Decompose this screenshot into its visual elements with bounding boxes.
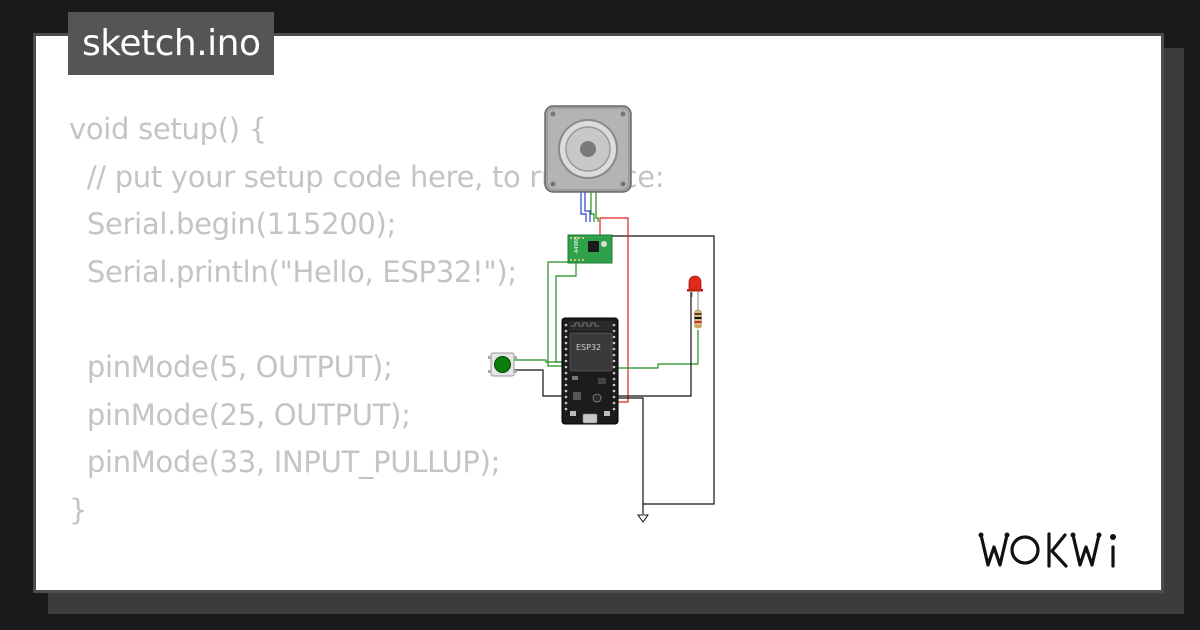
file-tab[interactable]: sketch.ino: [68, 12, 275, 75]
code-line: pinMode(5, OUTPUT);: [69, 349, 393, 384]
a4988-driver[interactable]: A4988: [567, 234, 613, 264]
code-line: void loop() {: [69, 582, 664, 590]
wire-green: [514, 359, 564, 363]
wokwi-logo: [978, 532, 1116, 568]
wire-green: [547, 261, 572, 367]
wire-black: [616, 397, 644, 514]
code-line: Serial.println("Hello, ESP32!");: [69, 254, 517, 289]
esp32-board[interactable]: ESP32: [561, 317, 619, 425]
wire-red: [599, 217, 629, 403]
pushbutton[interactable]: [488, 352, 517, 377]
wires: [514, 192, 715, 514]
led-red[interactable]: [687, 275, 703, 305]
wire-blue: [580, 192, 587, 222]
driver-label: A4988: [574, 237, 580, 253]
wire-green: [595, 192, 599, 222]
wire-black: [514, 369, 564, 397]
code-line: pinMode(25, OUTPUT);: [69, 397, 411, 432]
esp32-label: ESP32: [576, 343, 601, 352]
ground-symbol: [637, 514, 649, 523]
code-line: }: [69, 492, 88, 527]
stepper-motor[interactable]: [544, 105, 632, 193]
code-line: void setup() {: [69, 112, 267, 146]
wire-blue: [584, 192, 591, 222]
resistor[interactable]: [694, 305, 702, 329]
wire-green: [590, 192, 595, 222]
code-line: Serial.begin(115200);: [69, 207, 397, 242]
wire-black: [605, 235, 715, 505]
wire-black: [616, 292, 692, 397]
code-line: pinMode(33, INPUT_PULLUP);: [69, 445, 501, 480]
wire-green: [616, 330, 699, 369]
